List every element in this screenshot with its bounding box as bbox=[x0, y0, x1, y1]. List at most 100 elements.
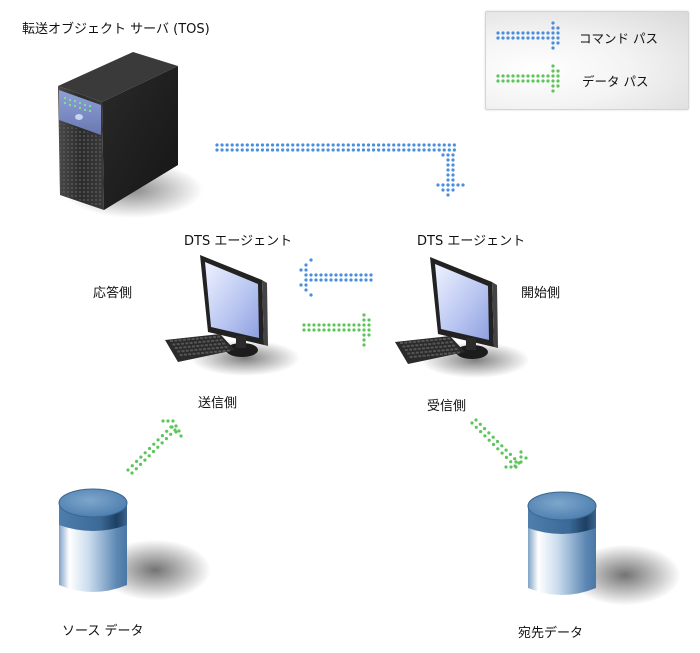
arrow-dot bbox=[509, 460, 513, 464]
arrow-dot bbox=[362, 328, 366, 332]
arrow-dot bbox=[511, 79, 515, 83]
arrow-dot bbox=[495, 439, 500, 444]
arrow-dot bbox=[447, 148, 451, 152]
arrow-dot bbox=[344, 273, 348, 277]
arrow-dot bbox=[447, 143, 451, 147]
arrow-dot bbox=[291, 148, 295, 152]
arrow-dot bbox=[354, 273, 358, 277]
arrow-dot bbox=[437, 148, 441, 152]
arrow-dot bbox=[516, 31, 520, 35]
arrow-dot bbox=[347, 328, 351, 332]
arrow-dot bbox=[500, 451, 504, 455]
arrow-dot bbox=[329, 273, 333, 277]
arrow-dot bbox=[367, 333, 371, 337]
arrow-dot bbox=[556, 36, 560, 40]
arrow-dot bbox=[174, 424, 178, 428]
arrow-dot bbox=[240, 148, 244, 152]
arrow-dot bbox=[135, 459, 139, 463]
arrow-dot bbox=[551, 31, 555, 35]
arrow-dot bbox=[511, 74, 515, 78]
arrow-dot bbox=[551, 26, 555, 30]
arrow-dot bbox=[309, 273, 313, 277]
arrow-dot bbox=[427, 148, 431, 152]
arrow-dot bbox=[304, 283, 308, 287]
arrow-dot bbox=[215, 143, 219, 147]
arrow-dot bbox=[556, 79, 560, 83]
arrow-dot bbox=[451, 173, 455, 177]
arrow-dot bbox=[551, 89, 555, 93]
arrow-dot bbox=[483, 434, 487, 438]
arrow-dot bbox=[556, 26, 560, 30]
arrow-dot bbox=[362, 323, 366, 327]
arrow-dot bbox=[500, 444, 504, 448]
arrow-dot bbox=[349, 273, 353, 277]
arrow-dot bbox=[147, 454, 151, 458]
arrow-dot bbox=[501, 79, 505, 83]
arrow-dot bbox=[501, 36, 505, 40]
arrow-dot bbox=[299, 268, 303, 272]
arrow-dot bbox=[164, 437, 168, 441]
arrow-dot bbox=[174, 430, 178, 434]
arrow-dot bbox=[317, 328, 321, 332]
arrow-dot bbox=[302, 328, 306, 332]
arrow-dot bbox=[441, 188, 445, 192]
arrow-dot bbox=[225, 148, 229, 152]
arrow-dot bbox=[451, 163, 455, 167]
arrow-dot bbox=[316, 143, 320, 147]
arrow-dot bbox=[496, 74, 500, 78]
arrow-dot bbox=[556, 31, 560, 35]
arrow-dot bbox=[526, 36, 530, 40]
arrow-dot bbox=[332, 323, 336, 327]
arrow-dot bbox=[531, 36, 535, 40]
arrow-dot bbox=[314, 278, 318, 282]
arrow-dot bbox=[524, 456, 528, 460]
arrow-dot bbox=[519, 455, 523, 459]
arrow-dot bbox=[392, 143, 396, 147]
arrow-dot bbox=[556, 41, 560, 45]
arrow-dot bbox=[250, 148, 254, 152]
arrow-dot bbox=[147, 446, 152, 451]
arrow-dot bbox=[487, 438, 491, 442]
arrow-dot bbox=[461, 183, 465, 187]
arrow-dot bbox=[160, 434, 164, 438]
arrow-dot bbox=[531, 31, 535, 35]
arrow-dot bbox=[367, 318, 371, 322]
arrow-dot bbox=[452, 148, 456, 152]
arrow-dot bbox=[437, 143, 441, 147]
arrow-dot bbox=[556, 74, 560, 78]
arrow-dot bbox=[367, 323, 371, 327]
arrow-dot bbox=[504, 465, 508, 469]
arrow-dot bbox=[321, 148, 325, 152]
arrow-dot bbox=[514, 460, 518, 464]
arrow-dot bbox=[367, 328, 371, 332]
arrow-dot bbox=[496, 79, 500, 83]
arrow-dot bbox=[352, 328, 356, 332]
arrow-dot bbox=[276, 148, 280, 152]
arrow-dot bbox=[551, 74, 555, 78]
arrow-dot bbox=[304, 273, 308, 277]
arrow-dot bbox=[312, 328, 316, 332]
arrow-dot bbox=[441, 183, 445, 187]
arrow-dot bbox=[179, 434, 183, 438]
computer-icon bbox=[165, 255, 300, 376]
arrow-dot bbox=[356, 143, 360, 147]
arrow-dot bbox=[312, 323, 316, 327]
arrow-dot bbox=[126, 468, 130, 472]
arrow-dot bbox=[171, 419, 175, 423]
arrow-dot bbox=[165, 429, 169, 433]
arrow-dot bbox=[276, 143, 280, 147]
arrow-dot bbox=[556, 84, 560, 88]
arrow-dot bbox=[509, 465, 513, 469]
arrow-dot bbox=[361, 143, 366, 147]
arrow-dot bbox=[397, 148, 401, 152]
arrow-dot bbox=[442, 143, 446, 147]
arrow-dot bbox=[342, 328, 346, 332]
arrow-dot bbox=[230, 148, 234, 152]
arrow-dot bbox=[301, 143, 305, 147]
arrow-dot bbox=[324, 273, 328, 277]
source-data-label: ソース データ bbox=[62, 624, 144, 639]
arrow-dot bbox=[270, 143, 275, 147]
arrow-dot bbox=[235, 143, 239, 147]
arrow-dot bbox=[357, 323, 361, 327]
arrow-dot bbox=[546, 31, 550, 35]
